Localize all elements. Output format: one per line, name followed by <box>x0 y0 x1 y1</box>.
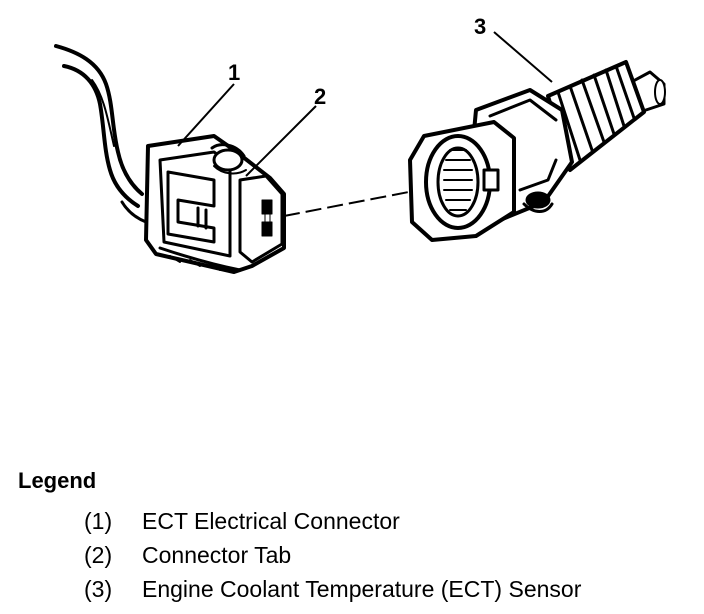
wire-harness <box>54 44 148 224</box>
legend-item: (1) ECT Electrical Connector <box>18 504 698 538</box>
ect-sensor <box>408 60 666 242</box>
callout-2: 2 <box>314 84 326 109</box>
legend-item-number: (3) <box>84 576 113 602</box>
ect-electrical-connector <box>144 134 286 274</box>
ect-connector-diagram: 1 2 3 <box>54 14 666 274</box>
callout-1: 1 <box>228 60 240 85</box>
leader-lines <box>177 31 553 177</box>
legend: Legend (1) ECT Electrical Connector (2) … <box>18 466 698 606</box>
callout-3: 3 <box>474 14 486 39</box>
legend-item-number: (2) <box>84 542 113 568</box>
legend-item: (2) Connector Tab <box>18 538 698 572</box>
legend-item-text: Engine Coolant Temperature (ECT) Sensor <box>142 576 582 602</box>
legend-item-text: ECT Electrical Connector <box>142 508 400 534</box>
legend-item-number: (1) <box>84 508 113 534</box>
legend-item-text: Connector Tab <box>142 542 292 568</box>
legend-title: Legend <box>18 468 97 493</box>
legend-item: (3) Engine Coolant Temperature (ECT) Sen… <box>18 572 698 606</box>
